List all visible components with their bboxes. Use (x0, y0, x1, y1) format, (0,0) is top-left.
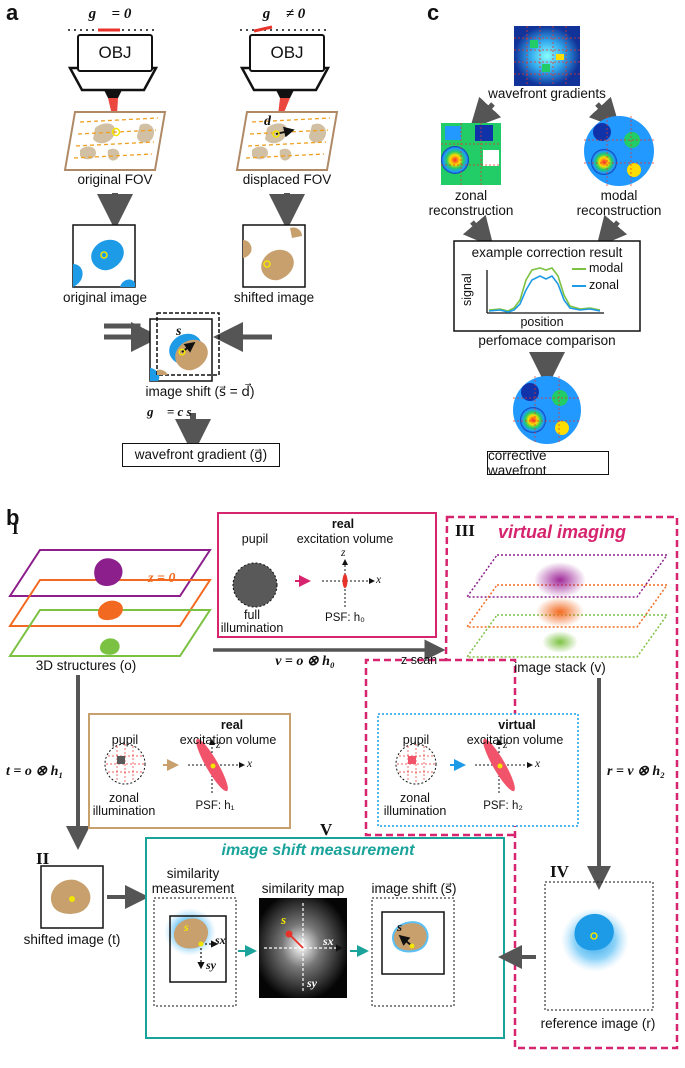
zonal-reconstruction-label: reconstruction (428, 203, 514, 218)
panel-label-b: b (6, 505, 20, 530)
legend-modal: modal (589, 261, 624, 275)
similarity-map-label: similarity map (261, 881, 345, 896)
ism-title: image shift measurement (221, 842, 415, 859)
g-equals-cs-label: g⃗ = c s⃗ (147, 404, 202, 419)
example-result-title: example correction result (471, 245, 623, 260)
wavefront-gradients-label: wavefront gradients (488, 86, 606, 101)
image-shift-label: image shift (s⃗ = d⃗) (145, 384, 255, 399)
signal-axis-label: signal (460, 273, 474, 306)
zonal-label: zonal (454, 188, 488, 203)
t-equation: t = o ⊗ h₁ (6, 764, 64, 779)
shifted-image-t-label: shifted image (t) (23, 932, 121, 947)
virtual-mid-title: virtual (498, 718, 536, 732)
zonal-curve (488, 274, 601, 313)
original-image-label: original image (62, 290, 148, 305)
roman-I: I (12, 519, 19, 538)
real-top-illum1: full (244, 608, 260, 622)
corrective-wavefront-map (513, 376, 581, 444)
real-top-illum2: illumination (220, 621, 284, 635)
v-equation: v = o ⊗ h₀ (275, 654, 335, 669)
virtual-mid-axis-x: x (535, 758, 541, 770)
sy-label-2: sy (307, 976, 317, 990)
real-mid-illum2: illumination (92, 804, 156, 818)
real-mid-illum1: zonal (109, 791, 139, 805)
virtual-mid-illum2: illumination (383, 804, 447, 818)
svec-label-measure: s⃗ (184, 920, 199, 934)
real-top-axis-z: z (341, 547, 346, 559)
real-mid-excitation: excitation volume (179, 733, 277, 747)
real-mid-pupil: pupil (111, 733, 139, 747)
modal-label: modal (600, 188, 638, 203)
s-vector-label: s⃗ (176, 324, 193, 339)
sx-label-1: sx (215, 933, 226, 947)
g-nonzero-label: g⃗ ≠ 0 (262, 6, 306, 22)
roman-III: III (455, 521, 475, 540)
svec-label-shift: s⃗ (397, 919, 413, 934)
r-equation: r = v ⊗ h₂ (607, 764, 666, 779)
image-shift-s-label: image shift (s⃗) (371, 881, 457, 896)
svec-label-map: s⃗ (281, 912, 297, 927)
objective-lens-2: OBJ (249, 34, 325, 72)
position-axis-label: position (520, 315, 564, 329)
real-top-axis-x: x (376, 574, 382, 586)
virtual-mid-pupil: pupil (402, 733, 430, 747)
shifted-image-label: shifted image (233, 290, 315, 305)
roman-IV: IV (550, 862, 569, 881)
objective-lens-1: OBJ (77, 34, 153, 72)
zonal-reconstruction-map (441, 123, 501, 185)
virtual-mid-axis-z: z (503, 739, 508, 751)
z-zero-label: z = 0 (148, 571, 176, 586)
real-mid-axis-z: z (216, 739, 221, 751)
virtual-mid-illum1: zonal (400, 791, 430, 805)
z-scan-label: z scan (401, 653, 438, 667)
performance-label: perfomace comparison (478, 333, 616, 348)
corrective-wavefront-box: corrective wavefront (487, 448, 609, 478)
reference-image-label: reference image (r) (540, 1016, 656, 1031)
similarity-measurement-line2: measurement (151, 881, 235, 896)
virtual-imaging-title: virtual imaging (497, 522, 627, 542)
wavefront-gradient-box: wavefront gradient (g⃗) (122, 443, 280, 467)
sx-label-2: sx (323, 934, 334, 948)
real-top-pupil: pupil (241, 532, 269, 546)
real-top-psf: PSF: h₀ (325, 612, 365, 624)
real-mid-psf: PSF: h₁ (195, 800, 235, 812)
similarity-measurement-line1: similarity (166, 866, 220, 881)
wavefront-gradients-mosaic (514, 26, 580, 86)
panel-label-a: a (6, 0, 19, 25)
real-mid-title: real (220, 718, 244, 732)
image-stack-label: image stack (v) (514, 660, 606, 675)
panel-a-graphics (63, 25, 339, 455)
g-zero-label: g⃗ = 0 (88, 6, 132, 22)
real-top-title: real (331, 517, 355, 531)
real-mid-axis-x: x (247, 758, 253, 770)
sy-label-1: sy (206, 958, 216, 972)
modal-reconstruction-label: reconstruction (576, 203, 662, 218)
real-top-excitation: excitation volume (296, 532, 394, 546)
roman-V: V (320, 820, 333, 839)
legend-zonal: zonal (589, 278, 619, 292)
modal-reconstruction-map (584, 116, 654, 186)
panel-label-c: c (427, 0, 440, 25)
panel-c-graphics (441, 26, 654, 444)
displaced-fov-label: displaced FOV (242, 172, 332, 187)
panel-b-graphics (8, 512, 679, 1050)
modal-curve (488, 267, 601, 312)
roman-II: II (36, 849, 50, 868)
virtual-mid-psf: PSF: h₂ (483, 800, 523, 812)
virtual-mid-excitation: excitation volume (466, 733, 564, 747)
structures-label: 3D structures (o) (35, 658, 137, 673)
original-fov-label: original FOV (77, 172, 153, 187)
d-vector-label: d⃗ (264, 114, 282, 129)
